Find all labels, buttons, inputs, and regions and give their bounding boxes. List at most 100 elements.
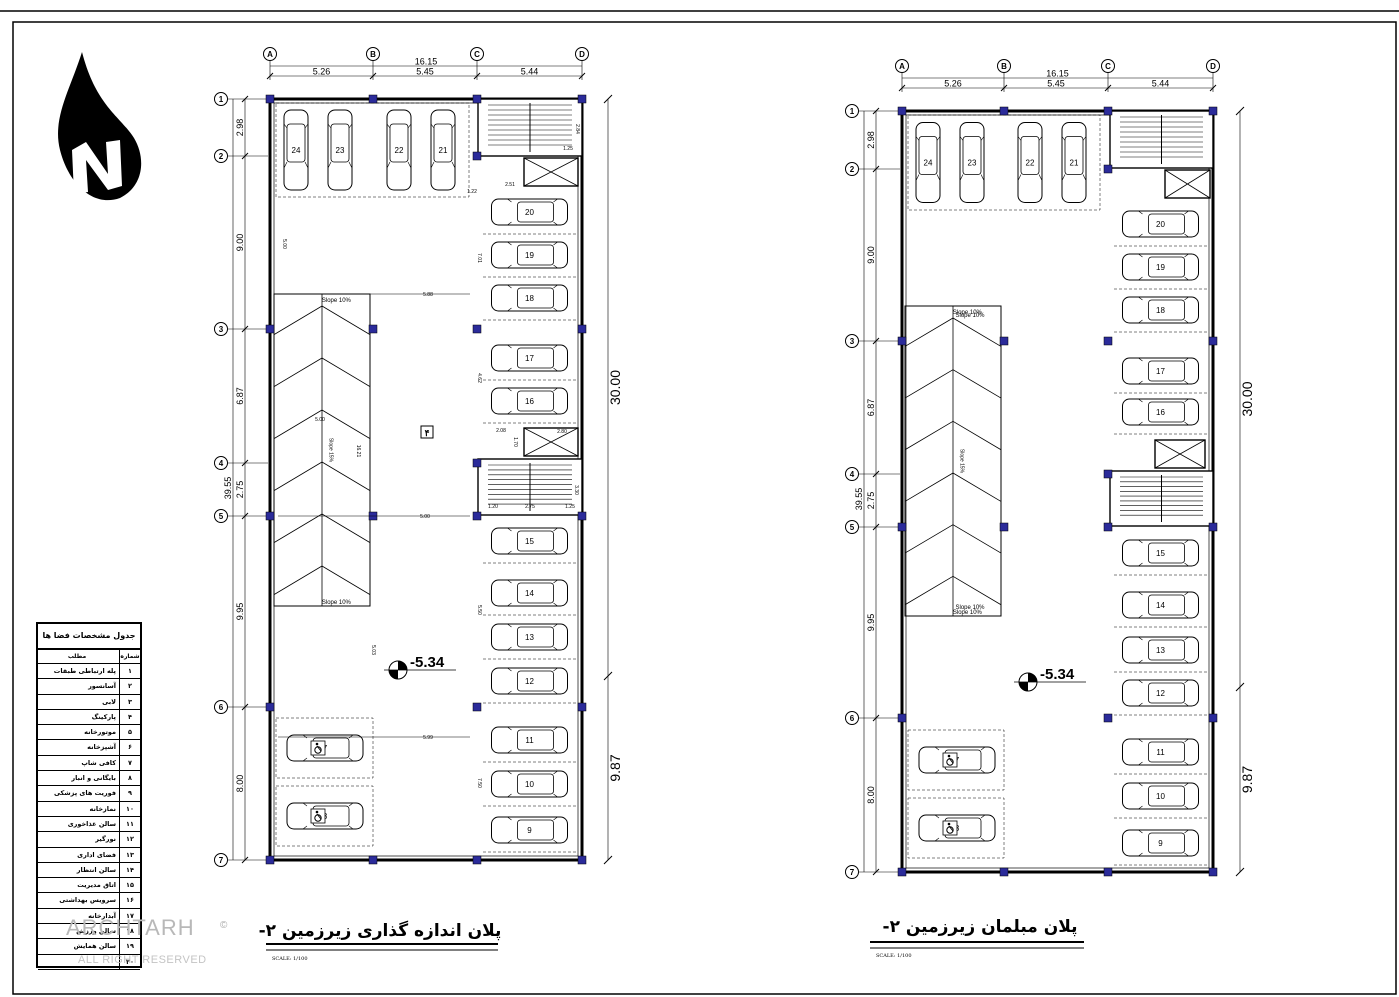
parking-car: 15 (1122, 539, 1199, 567)
car-line (1184, 210, 1189, 215)
car-line (348, 734, 354, 739)
parking-space-number: 19 (1156, 263, 1165, 272)
parking-space-number: 20 (1156, 220, 1165, 229)
parking-space-number: 17 (1156, 367, 1165, 376)
grid-bubble-column-circle (1101, 59, 1115, 73)
car-line (1184, 319, 1189, 324)
car-line (915, 174, 920, 181)
left-plan-title: پلان اندازه گذاری زیرزمین ۲- (259, 920, 502, 941)
car-label-bg (522, 735, 537, 745)
grid-bubble-column-circle (366, 47, 380, 61)
level-value: -5.34 (410, 654, 445, 671)
car-label-bg (1153, 305, 1168, 315)
parking-space-number: 17 (525, 354, 534, 363)
car-line (1184, 357, 1189, 362)
car-line (1184, 702, 1189, 707)
car-label-bg (522, 825, 537, 835)
dimension-column-span: 5.44 (521, 67, 539, 77)
car-line (507, 667, 512, 672)
car-line (915, 136, 920, 141)
structural-column (1208, 867, 1218, 877)
parking-space-number: 19 (525, 251, 534, 260)
car-cabin (1148, 785, 1185, 807)
legend-row-number: ۱۷ (119, 908, 140, 924)
car-label-bg (1153, 645, 1168, 655)
parking-space-number: 13 (1156, 646, 1165, 655)
elevator-cross (1154, 439, 1206, 469)
car-line (507, 793, 512, 798)
legend-row-number: ۳ (119, 694, 140, 709)
car-line (507, 307, 512, 312)
car-line (1184, 233, 1189, 238)
structural-column (1208, 522, 1218, 532)
parking-car: 10 (491, 770, 568, 798)
car-label-bg (965, 157, 979, 168)
structural-column (472, 511, 482, 521)
dimension-tick (1209, 84, 1217, 92)
car-line (553, 770, 558, 775)
dimension-column-span: 5.26 (944, 79, 962, 89)
inner-dimension: 7.50 (476, 778, 482, 788)
left-plan-title-block: پلان اندازه گذاری زیرزمین ۲- SCALE: 1/10… (259, 920, 502, 962)
car-line (507, 410, 512, 415)
car-label-bg (1153, 262, 1168, 272)
car-line (304, 161, 309, 169)
parking-space-number: 15 (525, 537, 534, 546)
car-line (507, 602, 512, 607)
car-cabin (517, 244, 554, 266)
car-line (1138, 591, 1143, 596)
parking-car: 23 (959, 122, 985, 203)
car-line (1184, 562, 1189, 567)
car-label-bg (1153, 838, 1168, 848)
grid-bubble-row: 5 (850, 523, 855, 532)
legend-row-number: ۱۱ (119, 816, 140, 832)
legend-row-number: ۱۹ (119, 939, 140, 954)
car-line (1082, 136, 1087, 141)
parking-car: 13 (491, 623, 568, 651)
car-cabin (1148, 639, 1185, 661)
structural-column (897, 867, 907, 877)
structural-column (265, 94, 275, 104)
grid-bubble-column: C (474, 50, 480, 59)
right-plan-scale: SCALE: 1/100 (876, 953, 912, 959)
car-line (507, 839, 512, 844)
car-line (936, 174, 941, 181)
car-line (1184, 380, 1189, 385)
parking-space-number: 23 (968, 159, 977, 168)
parking-car: 9 (491, 816, 568, 844)
car-cabin (1148, 213, 1185, 235)
parking-space-number: 22 (1026, 159, 1035, 168)
legend-row-label: بایگانی و انبار (71, 774, 116, 783)
car-line (980, 174, 985, 181)
dimension-row-span: 2.98 (866, 131, 876, 149)
legend-row: ۲۰ (38, 954, 140, 970)
grid-bubble-row-circle (845, 162, 859, 176)
car-cabin (1064, 136, 1084, 175)
grid-bubble-column-circle (895, 59, 909, 73)
car-line (507, 726, 512, 731)
parking-space-number: 12 (1156, 689, 1165, 698)
inner-dimension: 3.30 (573, 485, 579, 495)
parking-car: 10 (1122, 782, 1199, 810)
legend-row-label: کافی شاپ (81, 758, 116, 767)
legend-row-number: ۱۸ (119, 924, 140, 939)
car-line (302, 802, 308, 807)
dimension-row-span: 9.95 (235, 603, 245, 621)
car-label-bg (522, 676, 537, 686)
watermark-brand: ARCHTARH (66, 915, 195, 940)
grid-bubble-column: B (370, 50, 376, 59)
car-line (407, 161, 412, 169)
parking-car: 20 (491, 198, 568, 226)
car-line (1184, 738, 1189, 743)
car-line (1138, 233, 1143, 238)
ramp-chevron (904, 575, 1002, 606)
grid-bubble-row: 7 (219, 856, 224, 865)
car-cabin (389, 123, 409, 163)
